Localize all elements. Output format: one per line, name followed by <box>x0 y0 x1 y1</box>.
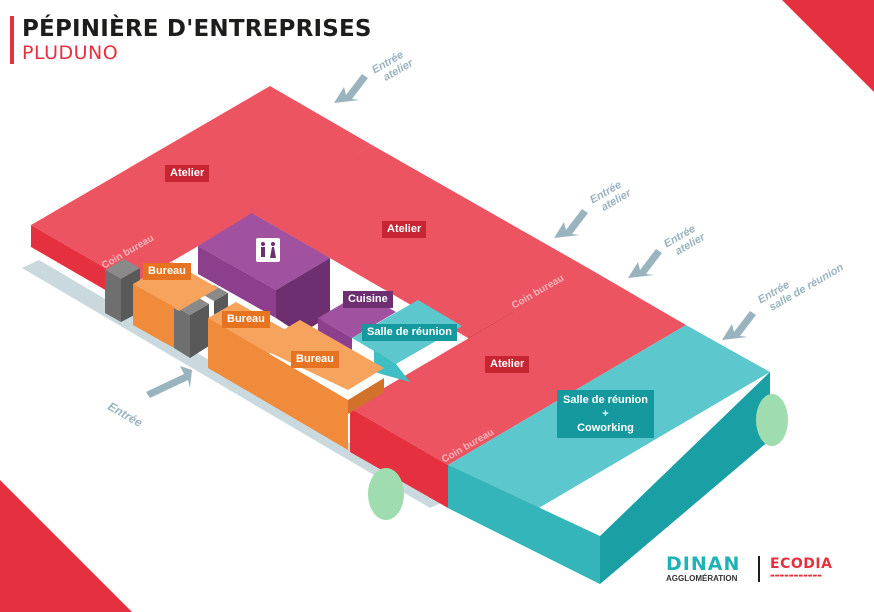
bureau-3-front <box>256 346 348 450</box>
grey-block-1-front <box>105 270 121 322</box>
sanitaires-front <box>198 246 276 318</box>
label-salle-reunion: Salle de réunion <box>362 324 457 341</box>
entrance-arrows <box>146 74 756 398</box>
logo-separator <box>758 556 760 582</box>
ecodia-logo-text: ECODIA <box>770 556 833 572</box>
label-atelier-1: Atelier <box>165 165 210 182</box>
bottom-left-corner-triangle <box>0 480 132 612</box>
arrow-entree-atelier-1-icon <box>334 74 368 103</box>
label-cuisine: Cuisine <box>343 291 393 308</box>
grey-block-2-side <box>190 304 209 358</box>
label-coworking-line-1: Salle de réunion <box>563 394 648 406</box>
page-subtitle: PLUDUNO <box>22 42 119 64</box>
label-atelier-2: Atelier <box>382 221 427 238</box>
label-atelier-3: Atelier <box>485 356 530 373</box>
label-coworking: Salle de réunion + Coworking <box>557 390 654 438</box>
bureau-1-front <box>133 284 174 348</box>
ecodia-logo: ECODIA ▬▬▬▬▬▬▬▬▬▬▬ <box>770 556 832 579</box>
label-bureau-3: Bureau <box>291 351 339 368</box>
title-block: PÉPINIÈRE D'ENTREPRISES PLUDUNO <box>10 16 372 64</box>
base-plate <box>22 260 447 508</box>
label-coworking-line-2: + <box>602 408 609 420</box>
dinan-logo-main: DINAN <box>666 553 741 575</box>
ecodia-logo-underline: ▬▬▬▬▬▬▬▬▬▬▬ <box>770 573 822 579</box>
arrow-entree-main-icon <box>146 366 192 398</box>
salle-reunion-front <box>374 350 410 382</box>
arrow-entree-atelier-3-icon <box>628 249 662 278</box>
coworking-front <box>448 465 600 584</box>
label-bureau-2: Bureau <box>222 311 270 328</box>
atelier-2-top <box>252 145 588 338</box>
dinan-logo-sub: AGGLOMÉRATION <box>666 574 738 583</box>
tree-left-icon <box>368 468 404 520</box>
coworking-side <box>600 372 770 584</box>
arrow-entree-salle-icon <box>722 311 756 340</box>
sanitaires-side <box>276 258 330 334</box>
label-coworking-line-3: Coworking <box>577 422 634 434</box>
tree-right-icon <box>756 394 788 446</box>
bureau-2-front <box>208 318 256 396</box>
page-title: PÉPINIÈRE D'ENTREPRISES <box>22 16 372 42</box>
grey-block-2-front <box>174 306 190 358</box>
bureau-3-side <box>348 378 384 414</box>
label-bureau-1: Bureau <box>143 263 191 280</box>
top-right-corner-triangle <box>782 0 874 92</box>
dinan-logo: DINAN AGGLOMÉRATION <box>666 554 740 583</box>
grey-block-1-top <box>105 259 140 279</box>
arrow-entree-atelier-2-icon <box>554 209 588 238</box>
atelier-1-top <box>31 86 372 284</box>
atelier-3-front <box>350 408 448 508</box>
grey-block-2-top <box>174 295 209 315</box>
restroom-icon <box>256 238 280 262</box>
